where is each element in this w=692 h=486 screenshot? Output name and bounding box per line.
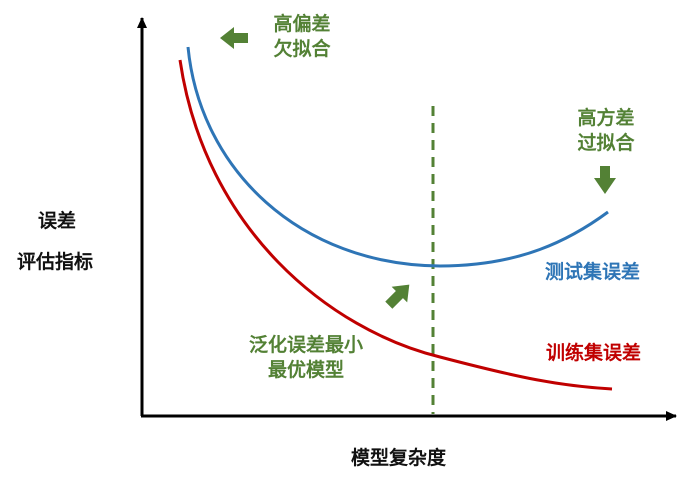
train-error-curve — [178, 59, 613, 391]
y-axis-label-line1: 误差 — [38, 210, 77, 232]
up-right-arrow-icon — [385, 284, 410, 309]
underfit-label: 高偏差 欠拟合 — [262, 12, 342, 62]
y-axis-label-line2: 评估指标 — [17, 251, 94, 273]
overfit-label-line1: 高方差 — [577, 107, 635, 129]
test-curve-label: 测试集误差 — [545, 261, 641, 283]
left-arrow-icon — [220, 27, 248, 49]
overfit-label-line2: 过拟合 — [577, 132, 635, 154]
train-curve-label: 训练集误差 — [546, 342, 642, 364]
optimum-label-line2: 最优模型 — [267, 359, 344, 381]
underfit-label-line2: 欠拟合 — [273, 38, 331, 60]
overfit-label: 高方差 过拟合 — [566, 106, 646, 156]
x-axis-label: 模型复杂度 — [351, 447, 447, 469]
underfit-label-line1: 高偏差 — [273, 13, 331, 35]
optimum-label-line1: 泛化误差最小 — [248, 334, 363, 356]
optimum-label: 泛化误差最小 最优模型 — [226, 333, 386, 383]
test-error-curve — [186, 46, 609, 268]
down-arrow-icon — [594, 166, 616, 194]
